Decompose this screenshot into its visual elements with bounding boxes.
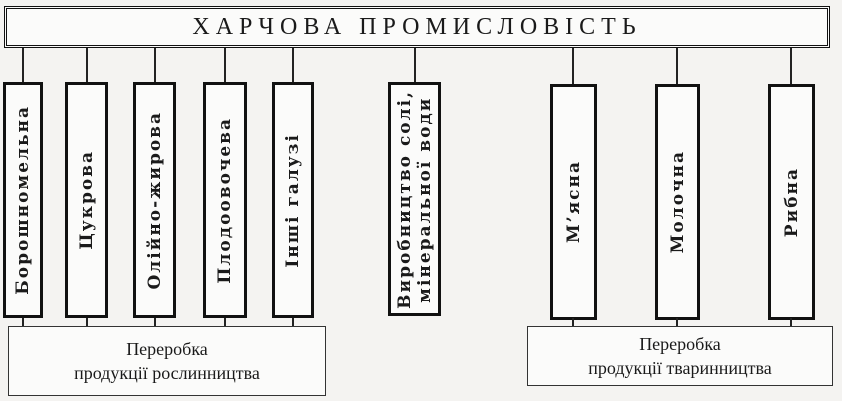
connector [224, 318, 226, 326]
branch-fish: Рибна [768, 84, 815, 320]
branch-other: Інші галузі [272, 82, 314, 318]
branch-label: Молочна [667, 150, 688, 254]
branch-flour-milling: Борошномельна [3, 82, 43, 318]
group-label-line1: Переробка [639, 334, 721, 354]
diagram-title: ХАРЧОВА ПРОМИСЛОВІСТЬ [4, 6, 830, 48]
connector [154, 318, 156, 326]
branch-label: Цукрова [76, 150, 97, 250]
group-label-line2: продукції рослинництва [74, 363, 260, 383]
branch-sugar: Цукрова [65, 82, 108, 318]
branch-label: Борошномельна [13, 105, 33, 295]
branch-label: Плодоовочева [215, 116, 235, 284]
branch-meat: М’ясна [550, 84, 597, 320]
connector [790, 318, 792, 326]
branch-fruit-vegetable: Плодоовочева [203, 82, 247, 318]
connector [292, 318, 294, 326]
branch-label-line1: Виробництво солі, [394, 89, 415, 309]
connector [572, 318, 574, 326]
group-plant-processing: Переробка продукції рослинництва [8, 326, 326, 396]
connector [154, 48, 156, 82]
connector [86, 48, 88, 82]
connector [414, 48, 416, 82]
branch-label: Виробництво солі,мінеральної води [395, 90, 435, 309]
connector [676, 48, 678, 84]
connector [22, 318, 24, 326]
group-label-line1: Переробка [126, 339, 208, 359]
connector [292, 48, 294, 82]
branch-salt-mineral-water: Виробництво солі,мінеральної води [388, 82, 441, 316]
branch-dairy: Молочна [655, 84, 700, 320]
branch-oil-fat: Олійно-жирова [133, 82, 176, 318]
branch-label: Рибна [781, 166, 802, 238]
connector [790, 48, 792, 84]
branch-label-line2: мінеральної води [414, 95, 435, 303]
connector [22, 48, 24, 82]
connector [224, 48, 226, 82]
group-animal-processing: Переробка продукції тваринництва [527, 326, 833, 386]
branch-label: Олійно-жирова [144, 110, 165, 290]
branch-label: М’ясна [563, 160, 584, 244]
connector [572, 48, 574, 84]
connector [86, 318, 88, 326]
connector [676, 318, 678, 326]
group-label-line2: продукції тваринництва [588, 358, 772, 378]
branch-label: Інші галузі [283, 132, 303, 268]
